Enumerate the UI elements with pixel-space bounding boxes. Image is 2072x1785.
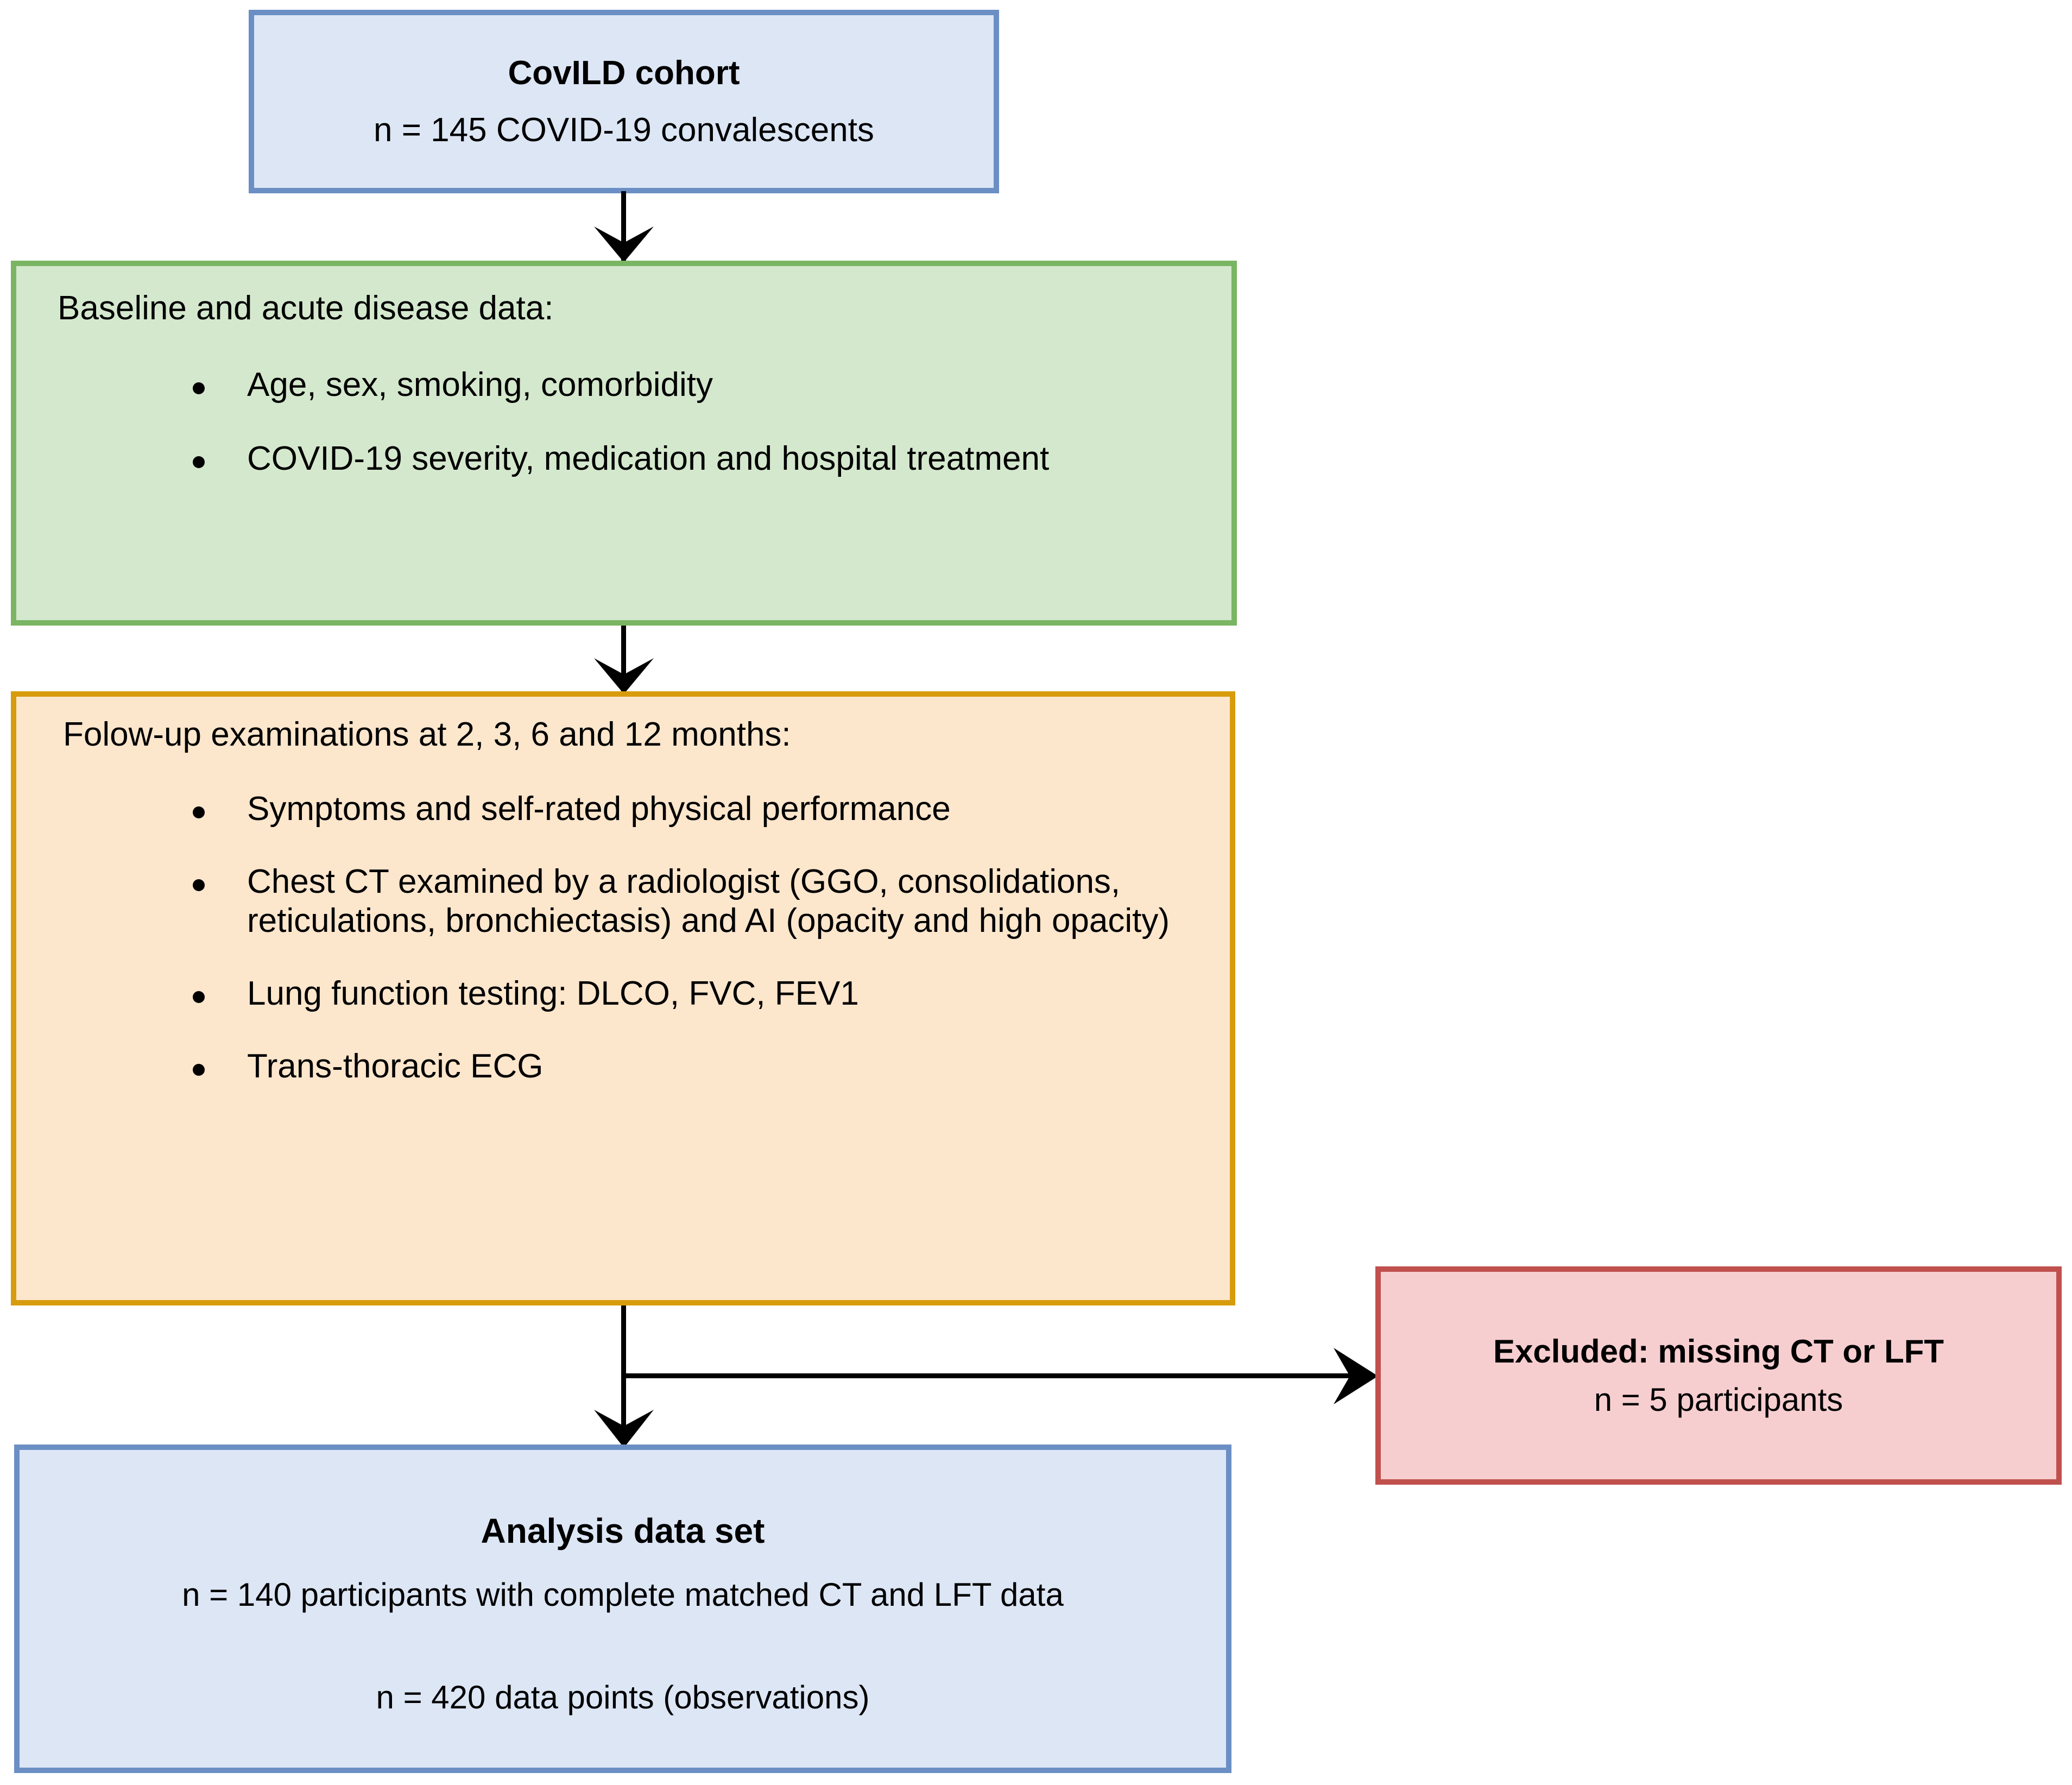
- connector-line: [621, 191, 626, 261]
- excluded-title: Excluded: missing CT or LFT: [1493, 1333, 1944, 1370]
- baseline-bullet-list: Age, sex, smoking, comorbidity COVID-19 …: [16, 365, 1231, 478]
- arrow-down-icon: [594, 226, 654, 262]
- arrow-down-icon: [594, 1410, 654, 1448]
- connector-line-horizontal: [621, 1373, 1351, 1378]
- bullet-dot-icon: [193, 382, 205, 395]
- list-item: Age, sex, smoking, comorbidity: [16, 365, 1231, 405]
- bullet-dot-icon: [193, 1063, 205, 1076]
- node-analysis-data-set: Analysis data set n = 140 participants w…: [14, 1445, 1231, 1773]
- list-item-label: Lung function testing: DLCO, FVC, FEV1: [247, 975, 859, 1013]
- followup-bullet-list: Symptoms and self-rated physical perform…: [16, 790, 1230, 1086]
- analysis-datapoints: n = 420 data points (observations): [376, 1679, 870, 1715]
- node-covild-cohort: CovILD cohort n = 145 COVID-19 convalesc…: [249, 10, 999, 193]
- arrow-right-icon: [1334, 1348, 1378, 1404]
- bullet-dot-icon: [193, 456, 205, 469]
- bullet-dot-icon: [193, 991, 205, 1004]
- node-baseline-data: Baseline and acute disease data: Age, se…: [11, 261, 1237, 626]
- excluded-count: n = 5 participants: [1594, 1382, 1843, 1418]
- cohort-title: CovILD cohort: [508, 54, 740, 92]
- arrow-down-icon: [594, 658, 654, 694]
- node-followup-examinations: Folow-up examinations at 2, 3, 6 and 12 …: [11, 691, 1235, 1305]
- list-item-label: Age, sex, smoking, comorbidity: [247, 366, 713, 404]
- list-item-label: Chest CT examined by a radiologist (GGO,…: [247, 863, 1170, 940]
- analysis-participants: n = 140 participants with complete match…: [182, 1576, 1064, 1613]
- list-item: Symptoms and self-rated physical perform…: [16, 790, 1230, 829]
- list-item: COVID-19 severity, medication and hospit…: [16, 439, 1231, 478]
- list-item: Trans-thoracic ECG: [16, 1047, 1230, 1086]
- followup-heading: Folow-up examinations at 2, 3, 6 and 12 …: [63, 716, 791, 753]
- list-item-label: Trans-thoracic ECG: [247, 1047, 544, 1085]
- bullet-dot-icon: [193, 879, 205, 892]
- list-item: Lung function testing: DLCO, FVC, FEV1: [16, 974, 1230, 1013]
- list-item: Chest CT examined by a radiologist (GGO,…: [16, 862, 1230, 941]
- connector-line: [621, 626, 626, 691]
- bullet-dot-icon: [193, 806, 205, 819]
- cohort-count: n = 145 COVID-19 convalescents: [374, 111, 874, 149]
- analysis-title: Analysis data set: [481, 1511, 765, 1550]
- list-item-label: Symptoms and self-rated physical perform…: [247, 790, 951, 828]
- node-excluded: Excluded: missing CT or LFT n = 5 partic…: [1375, 1266, 2062, 1485]
- baseline-heading: Baseline and acute disease data:: [58, 289, 554, 327]
- list-item-label: COVID-19 severity, medication and hospit…: [247, 440, 1050, 478]
